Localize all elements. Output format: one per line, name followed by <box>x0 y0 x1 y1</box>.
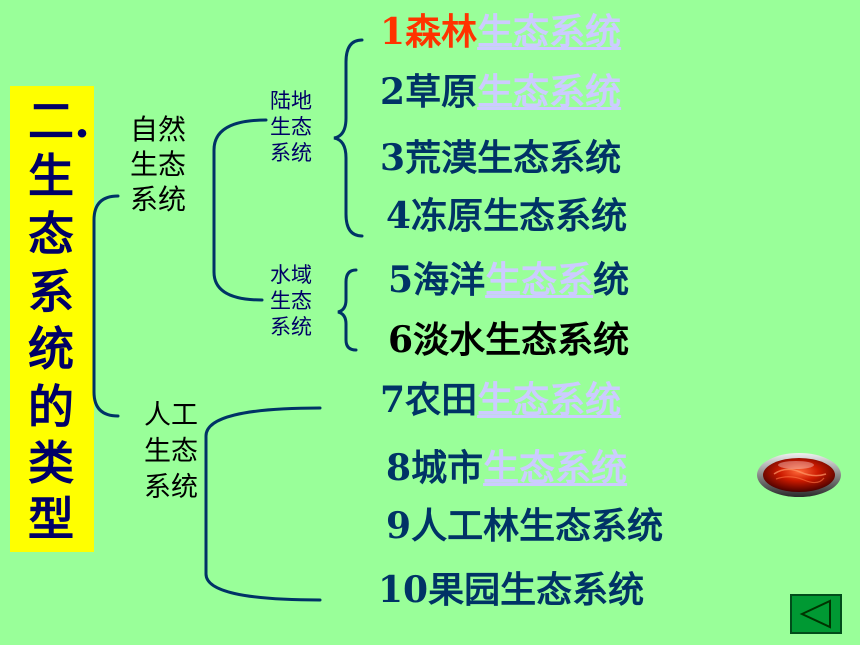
item-number: 8 <box>386 447 412 489</box>
item-number: 3 <box>380 137 406 179</box>
label-line: 系统 <box>270 141 312 165</box>
label-line: 系统 <box>144 472 198 503</box>
item-name: 冻原生态系统 <box>411 195 628 237</box>
title-char: 的 <box>28 380 74 434</box>
list-item: 1森林生态系统 <box>380 14 621 50</box>
item-name: 人工林生态系统 <box>411 505 664 547</box>
list-item: 10果园生态系统 <box>378 572 644 608</box>
label-line: 陆地 <box>270 89 312 113</box>
natural-ecosystem-label: 自然 生态 系统 <box>130 112 186 217</box>
artificial-ecosystem-label: 人工 生态 系统 <box>144 398 198 506</box>
title-char: 态 <box>28 207 74 261</box>
item-number: 1 <box>380 11 406 53</box>
hyperlink[interactable]: 生态系统 <box>477 11 622 53</box>
item-name: 荒漠生态系统 <box>405 137 622 179</box>
water-ecosystem-label: 水域 生态 系统 <box>270 262 312 340</box>
item-number: 5 <box>388 259 414 301</box>
list-item: 8城市生态系统 <box>386 450 627 486</box>
item-name: 城市 <box>411 447 484 489</box>
label-line: 生态 <box>270 115 312 139</box>
land-ecosystem-label: 陆地 生态 系统 <box>270 88 312 166</box>
label-line: 人工 <box>144 400 198 431</box>
label-line: 自然 <box>130 113 187 146</box>
item-name: 森林 <box>405 11 478 53</box>
title-char: 类 <box>28 436 74 490</box>
list-item: 2草原生态系统 <box>380 74 621 110</box>
artificial-bracket <box>204 406 322 602</box>
item-name: 果园生态系统 <box>428 569 645 611</box>
item-name: 淡水生态系统 <box>413 319 630 361</box>
list-item: 3荒漠生态系统 <box>380 140 621 176</box>
triangle-left-icon <box>799 599 831 629</box>
title-char: 系 <box>28 265 74 319</box>
item-name: 草原 <box>405 71 478 113</box>
back-button[interactable] <box>790 594 842 634</box>
label-line: 系统 <box>270 315 312 339</box>
list-item: 9人工林生态系统 <box>386 508 663 544</box>
water-brace <box>337 268 358 352</box>
red-orb-button-icon[interactable] <box>756 452 842 498</box>
hyperlink[interactable]: 生态系 <box>485 259 594 301</box>
hyperlink[interactable]: 生态系统 <box>483 447 628 489</box>
item-number: 6 <box>388 319 414 361</box>
list-item: 4冻原生态系统 <box>386 198 627 234</box>
list-item: 5海洋生态系统 <box>388 262 629 298</box>
label-line: 系统 <box>130 183 187 216</box>
title-char: 生 <box>28 149 74 203</box>
label-line: 水域 <box>270 263 312 287</box>
title-box: 二. 生 态 系 统 的 类 型 <box>10 86 94 552</box>
hyperlink[interactable]: 生态系统 <box>477 71 622 113</box>
item-name: 农田 <box>405 379 478 421</box>
land-brace <box>333 38 364 238</box>
item-number: 7 <box>380 379 406 421</box>
label-line: 生态 <box>144 436 198 467</box>
natural-bracket <box>212 118 268 302</box>
title-char: 二. <box>28 94 91 148</box>
title-char: 统 <box>28 322 74 376</box>
list-item: 6淡水生态系统 <box>388 322 629 358</box>
main-bracket <box>92 194 120 418</box>
title-char: 型 <box>28 492 74 546</box>
label-line: 生态 <box>270 289 312 313</box>
item-name: 海洋 <box>413 259 486 301</box>
item-rest: 统 <box>593 259 630 301</box>
item-number: 10 <box>378 569 429 611</box>
item-number: 2 <box>380 71 406 113</box>
label-line: 生态 <box>130 148 187 181</box>
list-item: 7农田生态系统 <box>380 382 621 418</box>
item-number: 9 <box>386 505 412 547</box>
hyperlink[interactable]: 生态系统 <box>477 379 622 421</box>
item-number: 4 <box>386 195 412 237</box>
